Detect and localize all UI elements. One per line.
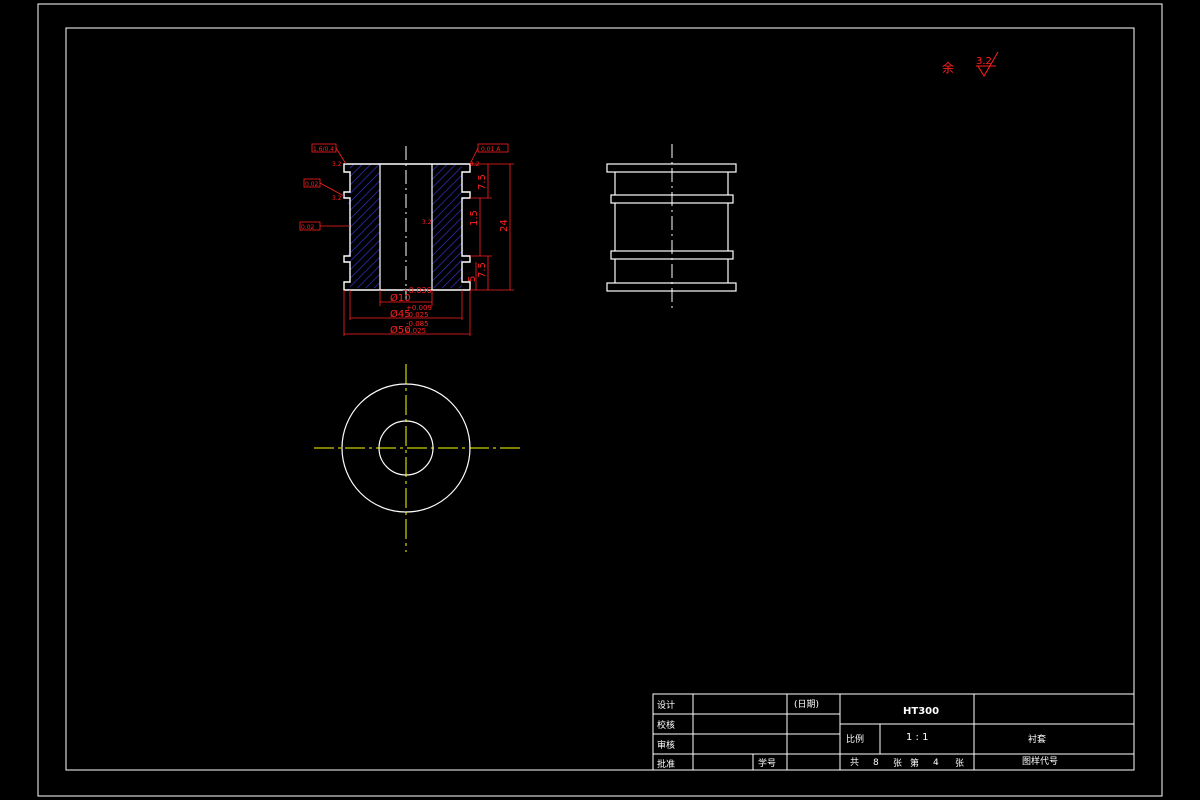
left-wall-hatch: [345, 164, 380, 288]
outer-frame: [37, 3, 1163, 797]
tb-sheet-total-suffix: 张: [893, 758, 902, 769]
dim-top-step: 7.5: [477, 174, 488, 190]
tb-scale-value: 1 : 1: [906, 732, 928, 743]
roughness-symbol-icon: [976, 51, 999, 77]
callout-text-1: 1.6/0.4: [313, 146, 334, 153]
tb-approve: 批准: [657, 758, 675, 770]
callout-text-3: 0.02: [301, 224, 315, 231]
callout-text-2: 0.02: [305, 181, 319, 188]
roughness-note: 余 3.2: [942, 51, 999, 77]
surface-mark-1: 3.2: [332, 161, 342, 168]
inner-frame: [65, 27, 1135, 771]
section-view: 1.6/0.4 0.02 0.02 3.2 3.2 3.2 3.2 0.01 A…: [299, 143, 514, 336]
dim-inner-tol: +0.036: [402, 286, 432, 295]
dim-outer-diameter: Ø50: [390, 324, 411, 336]
tb-student-no: 学号: [758, 757, 776, 769]
tb-check: 校核: [657, 719, 675, 731]
callout-leader-1: [335, 147, 347, 165]
tb-scale-label: 比例: [846, 733, 864, 745]
tb-sheet-no: 4: [933, 758, 939, 768]
tb-design: 设计: [657, 699, 675, 711]
tb-drawing-no: 图样代号: [1022, 755, 1058, 767]
surface-mark-2: 3.2: [332, 195, 342, 202]
tb-review: 审核: [657, 739, 675, 751]
surface-mark-4: 3.2: [470, 161, 480, 168]
dim-outer-tol2: 0.025: [406, 327, 426, 335]
tb-date: (日期): [794, 699, 819, 710]
side-view: [606, 144, 737, 312]
tb-sheet-total: 8: [873, 758, 879, 768]
callout-leader-2: [319, 182, 345, 197]
datum-box-text: 0.01 A: [481, 146, 501, 153]
title-block: [652, 693, 1135, 771]
roughness-remaining-label: 余: [942, 60, 954, 75]
dim-mid-tol: -0.025: [406, 311, 429, 319]
dim-height-total: 24: [499, 219, 510, 232]
tb-part-name: 衬套: [1028, 733, 1046, 745]
dim-outer-tol: -0.085: [406, 320, 429, 328]
dim-inner-diameter: Ø10: [390, 292, 411, 304]
dim-mid-diameter: Ø45: [390, 308, 411, 320]
tb-sheet-no-suffix: 张: [955, 758, 964, 769]
tb-material: HT300: [903, 706, 939, 717]
datum-leader: [469, 147, 479, 165]
top-view: [314, 364, 520, 552]
dim-mid-step: 1.5: [469, 210, 480, 226]
surface-mark-3: 3.2: [422, 219, 432, 226]
right-wall-hatch: [432, 164, 467, 288]
dim-bottom-small: 5: [467, 276, 478, 282]
tb-sheet-total-prefix: 共: [850, 757, 859, 768]
dim-bottom-step: 7.5: [477, 262, 488, 278]
tb-sheet-no-prefix: 第: [910, 757, 919, 769]
dim-mid-tol2: +0.009: [406, 304, 432, 312]
roughness-value: 3.2: [976, 56, 992, 67]
